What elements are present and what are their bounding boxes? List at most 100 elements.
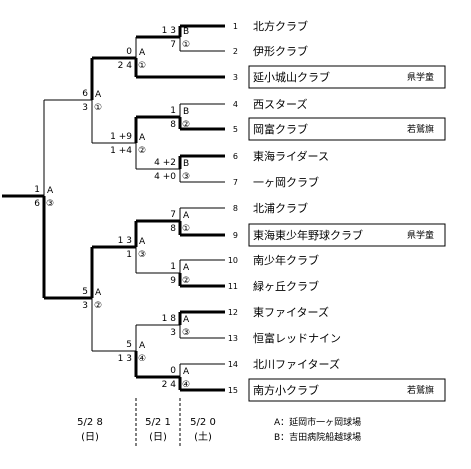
team-name: 岡富クラブ — [253, 122, 308, 136]
score-top: 1 — [170, 106, 176, 116]
award-label: 県学童 — [407, 229, 434, 241]
team-seed-number: 2 — [233, 47, 238, 56]
award-label: 若鷲旗 — [407, 384, 434, 396]
match-r1-2-lines — [136, 103, 225, 131]
score-bottom: 2 4 — [118, 61, 133, 71]
team-name: 一ヶ岡クラブ — [253, 175, 319, 189]
venue-code: B — [183, 107, 189, 117]
team-seed-number: 14 — [228, 360, 238, 369]
team-seed-number: 3 — [233, 73, 238, 82]
venue-code: B — [183, 27, 189, 37]
match-final-lines — [2, 100, 46, 298]
score-top: 5 — [126, 340, 132, 350]
venue-legend-b: B：吉田病院船越球場 — [274, 431, 361, 443]
team-seed-number: 9 — [233, 231, 238, 240]
team-name: 東海ライダース — [253, 149, 329, 163]
score-bottom: 1 +4 — [110, 146, 132, 156]
team-name: 南少年クラブ — [253, 253, 319, 267]
team-name: 北方クラブ — [253, 19, 308, 33]
team-seed-number: 15 — [228, 386, 238, 395]
venue-code: B — [183, 159, 189, 169]
game-number-circled: ② — [182, 120, 190, 130]
team-seed-number: 4 — [233, 100, 238, 109]
score-top: 1 — [34, 185, 40, 195]
game-number-circled: ② — [94, 301, 102, 311]
score-bottom: 4 +0 — [154, 172, 176, 182]
match-r1-1-lines — [136, 24, 225, 52]
team-name: 伊形クラブ — [253, 44, 308, 58]
award-label: 県学童 — [407, 71, 434, 83]
score-top: 4 +2 — [154, 158, 176, 168]
award-label: 若鷲旗 — [407, 123, 434, 135]
score-bottom: 8 — [170, 120, 176, 130]
score-top: 1 3 — [118, 236, 132, 246]
game-number-circled: ③ — [46, 199, 54, 209]
match-r2-3-lines — [92, 221, 138, 273]
score-top: 1 3 — [162, 26, 176, 36]
match-sf-1-lines — [44, 58, 94, 143]
score-bottom: 2 4 — [162, 380, 177, 390]
match-r1-3-lines — [136, 154, 225, 183]
match-r2-2-lines — [92, 117, 138, 169]
score-bottom: 6 — [34, 199, 40, 209]
score-bottom: 3 — [170, 328, 176, 338]
team-seed-number: 7 — [233, 178, 238, 187]
match-r1-6-lines — [136, 310, 225, 339]
team-name: 恒富レッドナイン — [253, 331, 341, 345]
award-highlight-box — [248, 223, 446, 247]
match-sf-2-lines — [44, 247, 94, 351]
venue-code: A — [183, 367, 190, 377]
match-r1-4-lines — [136, 207, 225, 237]
score-top: 0 — [126, 47, 132, 57]
game-number-circled: ③ — [182, 328, 190, 338]
venue-legend-a: A：延岡市一ヶ岡球場 — [274, 416, 361, 428]
award-highlight-box — [248, 378, 446, 402]
day-label-2: (日) — [149, 432, 167, 443]
team-seed-number: 5 — [233, 125, 238, 134]
team-seed-number: 12 — [228, 308, 238, 317]
award-highlight-box — [248, 65, 446, 89]
team-seed-number: 6 — [233, 152, 238, 161]
team-seed-number: 1 — [233, 22, 238, 31]
venue-code: A — [95, 90, 102, 100]
venue-code: A — [183, 315, 190, 325]
award-highlight-box — [248, 117, 446, 141]
date-label-2: 5/2 1 — [145, 417, 171, 428]
match-r2-1-lines — [92, 37, 225, 79]
team-seed-number: 11 — [228, 282, 238, 291]
score-top: 1 — [170, 262, 176, 272]
venue-code: A — [139, 237, 146, 247]
team-name: 延小城山クラブ — [253, 70, 330, 84]
team-name: 南方小クラブ — [253, 383, 319, 397]
venue-code: A — [139, 341, 146, 351]
team-name: 西スターズ — [253, 97, 307, 111]
score-bottom: 1 3 — [118, 354, 132, 364]
score-bottom: 8 — [170, 224, 176, 234]
game-number-circled: ④ — [138, 354, 146, 364]
game-number-circled: ① — [182, 40, 190, 50]
game-number-circled: ③ — [138, 250, 146, 260]
score-bottom: 1 — [126, 250, 132, 260]
game-number-circled: ③ — [182, 172, 190, 182]
game-number-circled: ② — [138, 146, 146, 156]
day-label-3: (土) — [194, 430, 212, 443]
date-label-1: 5/2 8 — [77, 417, 103, 428]
team-name: 東ファイターズ — [253, 305, 329, 319]
game-number-circled: ② — [182, 276, 190, 286]
team-name: 北川ファイターズ — [253, 357, 340, 371]
score-bottom: 9 — [170, 276, 176, 286]
game-number-circled: ① — [138, 61, 146, 71]
team-name: 北浦クラブ — [253, 201, 308, 215]
venue-code: A — [95, 288, 102, 298]
score-top: 1 +9 — [110, 132, 132, 142]
day-label-1: (日) — [81, 432, 99, 443]
match-r1-7-lines — [136, 363, 225, 392]
venue-code: A — [47, 186, 54, 196]
score-top: 0 — [170, 366, 176, 376]
score-top: 5 — [82, 287, 88, 297]
score-top: 7 — [170, 210, 176, 220]
venue-code: A — [139, 48, 146, 58]
venue-code: A — [139, 133, 146, 143]
